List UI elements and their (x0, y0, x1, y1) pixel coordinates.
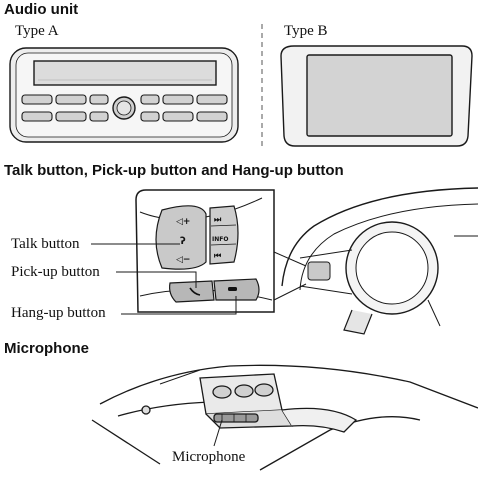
phone-pickup-icon (189, 287, 201, 296)
type-a-label: Type A (15, 23, 59, 39)
talk-voice-icon: ʔ (180, 236, 186, 247)
next-track-icon: ⏭ (214, 215, 222, 224)
volume-up-icon: ◁+ (176, 217, 190, 227)
section-title-steering-buttons: Talk button, Pick-up button and Hang-up … (4, 162, 344, 179)
pickup-leader-line (116, 271, 197, 288)
left-switch-cluster (155, 205, 207, 270)
right-switch-cluster (209, 205, 239, 265)
previous-track-icon: ⏮ (214, 251, 221, 260)
section-title-microphone: Microphone (4, 340, 89, 357)
audio-unit-type-b (280, 45, 473, 147)
microphone-grille (213, 413, 259, 423)
volume-down-icon: ◁− (176, 255, 190, 265)
type-a-right-buttons (140, 94, 228, 122)
type-a-display (33, 60, 217, 86)
hangup-button-callout: Hang-up button (11, 305, 106, 321)
type-b-touchscreen (306, 54, 453, 137)
steering-detail-panel (135, 189, 275, 313)
info-button-label: INFO (212, 236, 228, 243)
section-title-audio-unit: Audio unit (4, 1, 79, 18)
hangup-leader-line (121, 296, 237, 315)
talk-button-callout: Talk button (11, 236, 80, 252)
type-a-left-buttons (21, 94, 109, 122)
steering-wheel-overview (281, 187, 478, 335)
microphone-callout: Microphone (172, 449, 246, 465)
phone-hangup-icon (228, 287, 237, 291)
pickup-button-callout: Pick-up button (11, 264, 100, 280)
overhead-console (91, 364, 478, 471)
audio-unit-type-a (9, 47, 239, 143)
microphone-leader-line (213, 419, 223, 447)
type-b-label: Type B (284, 23, 328, 39)
